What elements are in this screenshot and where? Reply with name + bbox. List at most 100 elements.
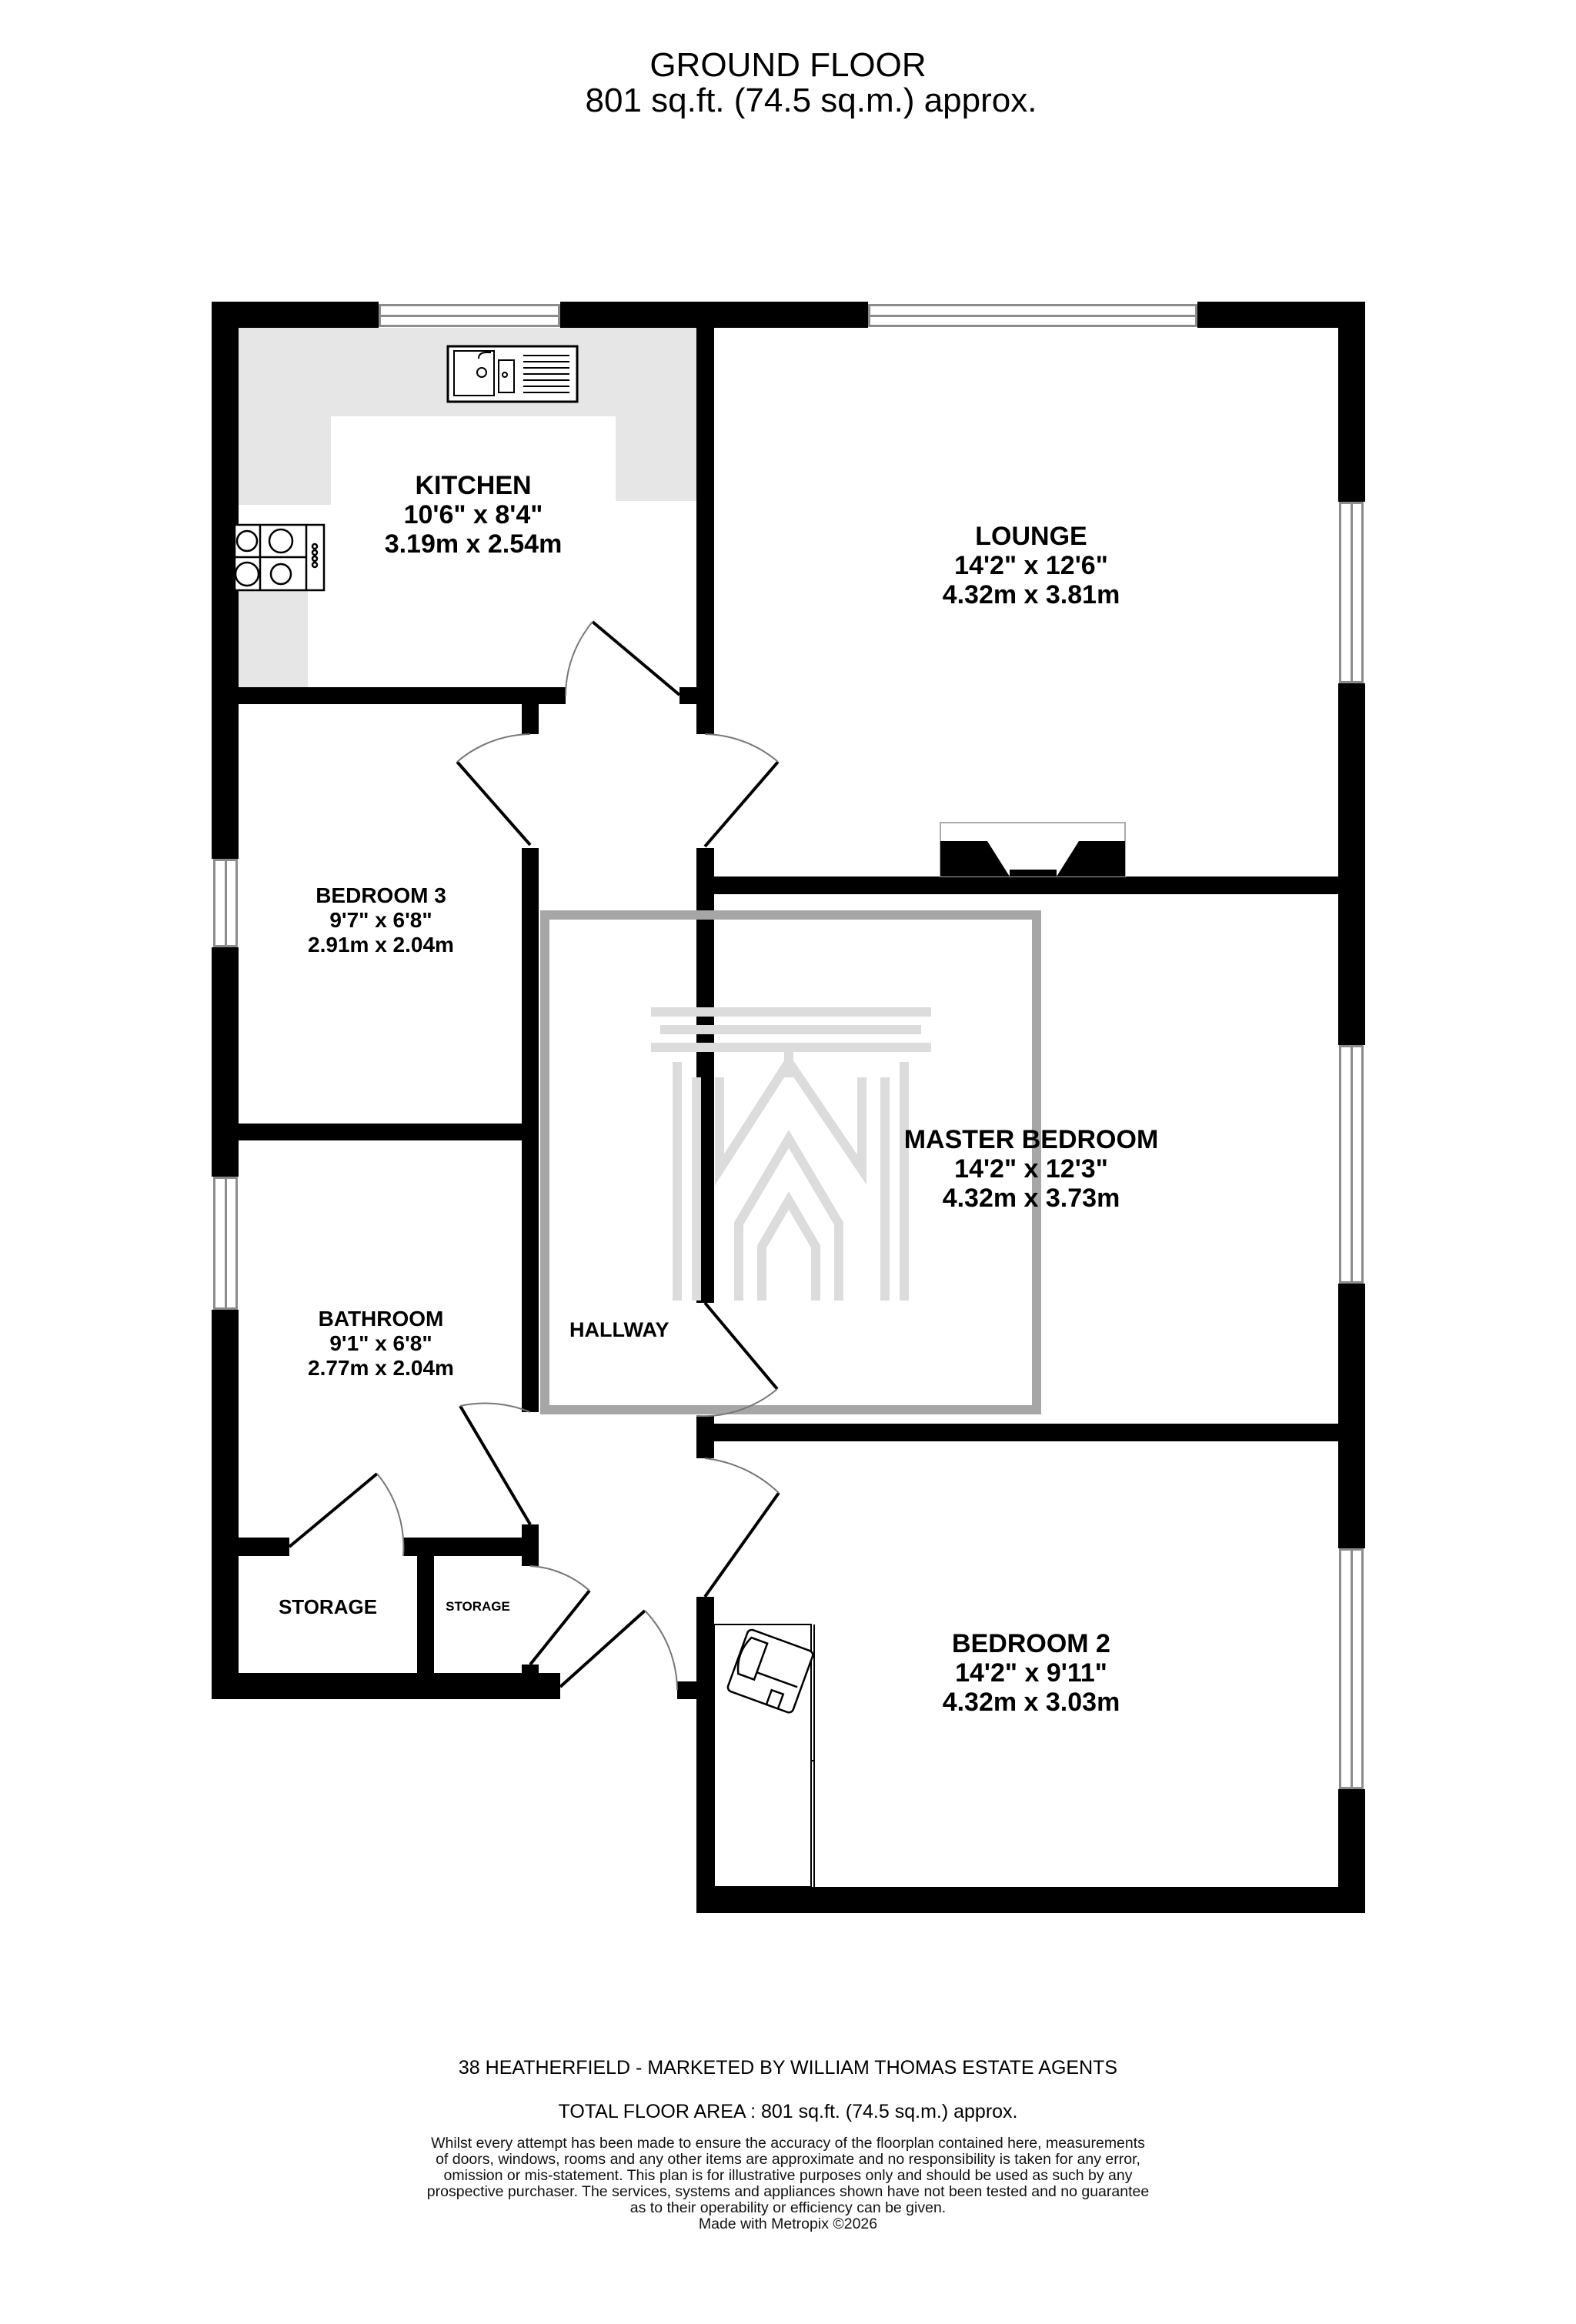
boiler-icon xyxy=(726,1628,814,1714)
bathroom-metric: 2.77m x 2.04m xyxy=(308,1356,454,1380)
wall-bed2-left xyxy=(696,1597,714,1913)
room-storage-2: STORAGE xyxy=(434,1598,522,1615)
storage2-door-arc xyxy=(529,1565,590,1591)
kitchen-metric: 3.19m x 2.54m xyxy=(384,529,563,559)
wall-bath-bottom-2 xyxy=(403,1538,539,1556)
lounge-window-top xyxy=(868,304,1197,327)
wall-kitchen-door-stub xyxy=(679,687,696,704)
wall-master-bed2 xyxy=(696,1424,1338,1441)
storage1-name: STORAGE xyxy=(278,1595,378,1618)
lounge-metric: 4.32m x 3.81m xyxy=(942,580,1120,609)
total-floor-area: TOTAL FLOOR AREA : 801 sq.ft. (74.5 sq.m… xyxy=(558,2101,1018,2122)
floor-area: 801 sq.ft. (74.5 sq.m.) approx. xyxy=(585,82,1037,119)
storage1-door xyxy=(288,1472,379,1548)
bedroom3-imperial: 9'7" x 6'8" xyxy=(329,908,432,932)
wall-bath-bottom-1 xyxy=(239,1538,289,1556)
bedroom2-door xyxy=(703,1491,780,1598)
wall-storage-stub-bottom xyxy=(522,1665,539,1699)
master-bedroom-door-arc xyxy=(696,1388,778,1417)
kitchen-name: KITCHEN xyxy=(415,471,532,500)
bedroom3-window xyxy=(213,859,238,947)
wall-left-2 xyxy=(212,947,239,1177)
wall-hall-left-stub xyxy=(522,704,539,734)
watermark-frame xyxy=(540,910,1041,1414)
wall-left-3 xyxy=(212,1310,239,1699)
wall-storage-stub-top xyxy=(522,1524,539,1566)
bedroom2-door-arc xyxy=(704,1458,780,1494)
lounge-window-side xyxy=(1339,502,1364,683)
lounge-imperial: 14'2" x 12'6" xyxy=(954,551,1108,580)
wall-top-3 xyxy=(1197,302,1365,328)
wall-bed2-stub xyxy=(696,1416,714,1458)
floor-title: GROUND FLOOR xyxy=(649,46,927,84)
bathroom-door-arc xyxy=(459,1402,531,1413)
master-bedroom-window xyxy=(1339,1045,1364,1284)
lounge-door xyxy=(703,760,780,848)
storage2-door xyxy=(529,1589,591,1666)
bedroom2-window xyxy=(1339,1548,1364,1789)
bedroom2-imperial: 14'2" x 9'11" xyxy=(955,1658,1107,1688)
room-bedroom2: BEDROOM 2 14'2" x 9'11" 4.32m x 3.03m xyxy=(877,1629,1185,1717)
room-bedroom3: BEDROOM 3 9'7" x 6'8" 2.91m x 2.04m xyxy=(254,883,508,957)
room-lounge: LOUNGE 14'2" x 12'6" 4.32m x 3.81m xyxy=(877,522,1185,609)
wall-kitchen-right xyxy=(696,328,714,734)
kitchen-door xyxy=(591,620,681,696)
kitchen-counter-left-lower xyxy=(239,573,308,687)
wall-right-2 xyxy=(1338,683,1365,1045)
bathroom-window xyxy=(213,1177,238,1310)
bathroom-door xyxy=(459,1404,532,1526)
master-bedroom-name: MASTER BEDROOM xyxy=(903,1125,1159,1154)
disclaimer: Whilst every attempt has been made to en… xyxy=(0,2135,1576,2232)
disclaimer-line: of doors, windows, rooms and any other i… xyxy=(436,2151,1140,2168)
wall-kitchen-bottom xyxy=(239,687,566,704)
hallway-name: HALLWAY xyxy=(569,1318,669,1341)
kitchen-window xyxy=(379,304,560,327)
bedroom3-name: BEDROOM 3 xyxy=(316,883,446,907)
kitchen-door-arc xyxy=(565,621,593,696)
entrance-door xyxy=(559,1609,646,1688)
disclaimer-line: Whilst every attempt has been made to en… xyxy=(431,2135,1145,2152)
room-master-bedroom: MASTER BEDROOM 14'2" x 12'3" 4.32m x 3.7… xyxy=(877,1125,1185,1213)
lounge-door-arc xyxy=(704,733,779,763)
sink-icon xyxy=(446,345,579,403)
bathroom-imperial: 9'1" x 6'8" xyxy=(329,1331,432,1355)
wall-storage-divider xyxy=(417,1556,434,1673)
bedroom2-metric: 4.32m x 3.03m xyxy=(942,1688,1120,1717)
fireplace-icon xyxy=(940,822,1126,877)
wall-bed3-bath xyxy=(239,1124,539,1140)
kitchen-counter-right xyxy=(616,328,696,501)
bedroom3-metric: 2.91m x 2.04m xyxy=(308,933,454,957)
master-bedroom-door xyxy=(703,1301,779,1391)
room-storage-1: STORAGE xyxy=(239,1595,417,1618)
kitchen-imperial: 10'6" x 8'4" xyxy=(403,500,543,529)
watermark-logo-icon xyxy=(651,1007,931,1301)
room-kitchen: KITCHEN 10'6" x 8'4" 3.19m x 2.54m xyxy=(331,471,616,559)
entrance-door-arc xyxy=(644,1610,678,1691)
wall-bottom-storage xyxy=(212,1673,560,1699)
wall-top-2 xyxy=(560,302,868,328)
room-hallway: HALLWAY xyxy=(569,1317,693,1342)
wall-bottom-bedroom2 xyxy=(696,1887,1365,1913)
bathroom-name: BATHROOM xyxy=(318,1307,444,1331)
wall-lounge-master xyxy=(696,877,1338,894)
hob-icon xyxy=(233,523,326,592)
wall-stub-entrance xyxy=(677,1681,696,1699)
master-bedroom-metric: 4.32m x 3.73m xyxy=(942,1184,1120,1213)
wall-right-3 xyxy=(1338,1284,1365,1548)
room-bathroom: BATHROOM 9'1" x 6'8" 2.77m x 2.04m xyxy=(254,1307,508,1381)
kitchen-counter-left-upper xyxy=(239,328,331,505)
disclaimer-line: omission or mis-statement. This plan is … xyxy=(443,2167,1133,2184)
wall-right-1 xyxy=(1338,302,1365,502)
bedroom3-door-arc xyxy=(456,733,531,763)
bedroom2-name: BEDROOM 2 xyxy=(952,1629,1110,1658)
storage2-name: STORAGE xyxy=(446,1599,510,1614)
disclaimer-line: prospective purchaser. The services, sys… xyxy=(426,2183,1150,2200)
lounge-name: LOUNGE xyxy=(975,522,1087,551)
storage1-door-arc xyxy=(376,1473,405,1557)
disclaimer-line: as to their operability or efficiency ca… xyxy=(629,2199,947,2216)
master-bedroom-imperial: 14'2" x 12'3" xyxy=(954,1154,1108,1184)
agent-line: 38 HEATHERFIELD - MARKETED BY WILLIAM TH… xyxy=(458,2057,1118,2079)
wall-top-1 xyxy=(212,302,379,328)
credit: Made with Metropix ©2026 xyxy=(698,2215,878,2232)
